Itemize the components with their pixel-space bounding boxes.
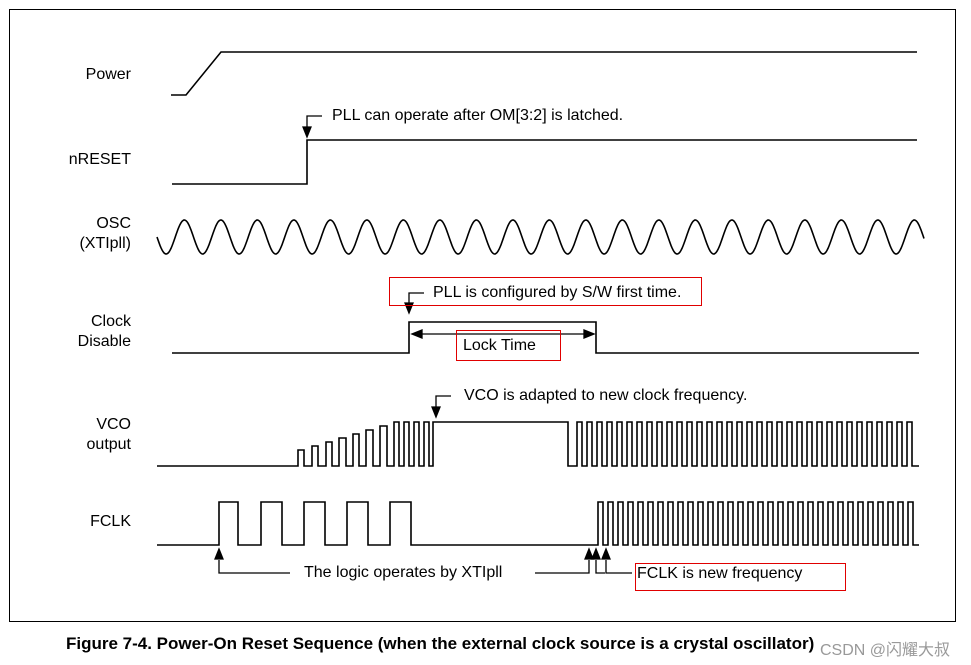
leader-pll-latch xyxy=(306,115,322,128)
clock-disable-waveform xyxy=(172,321,919,354)
highlight-fclk-new xyxy=(635,563,846,591)
highlight-pll-config xyxy=(389,277,702,306)
signal-label-clock: Clock xyxy=(90,313,131,330)
leader-logic-right xyxy=(535,560,590,574)
arrow-logic-left xyxy=(214,547,224,560)
signal-label-osc-sub: (XTIpll) xyxy=(79,235,131,252)
note-vco-adapt: VCO is adapted to new clock frequency. xyxy=(464,387,748,404)
diagram-frame xyxy=(9,9,956,622)
signal-label-power: Power xyxy=(85,66,131,83)
arrow-lock-time-right xyxy=(583,329,596,339)
power-waveform xyxy=(171,51,917,96)
note-pll-config: PLL is configured by S/W first time. xyxy=(433,284,682,301)
signal-label-osc: OSC xyxy=(96,215,131,232)
highlight-lock-time xyxy=(456,330,561,361)
signal-label-fclk: FCLK xyxy=(90,513,131,530)
leader-pll-config xyxy=(408,292,424,304)
leader-fclk-new-b xyxy=(605,560,632,574)
signal-label-vco-output: output xyxy=(86,436,131,453)
note-pll-latch: PLL can operate after OM[3:2] is latched… xyxy=(332,107,624,124)
osc-waveform xyxy=(156,219,925,255)
arrow-vco-adapt xyxy=(431,406,441,419)
arrow-logic-right xyxy=(584,547,594,560)
note-fclk-new: FCLK is new frequency xyxy=(637,565,803,582)
figure-caption: Figure 7-4. Power-On Reset Sequence (whe… xyxy=(66,634,815,653)
leader-fclk-new-a xyxy=(595,560,605,574)
vco-waveform xyxy=(157,421,919,467)
arrow-fclk-new-a xyxy=(591,547,601,560)
signal-label-disable: Disable xyxy=(77,333,131,350)
nreset-waveform xyxy=(172,139,917,185)
leader-vco-adapt xyxy=(435,395,451,408)
arrow-lock-time-left xyxy=(410,329,423,339)
note-logic-xtipll: The logic operates by XTIpll xyxy=(304,564,503,581)
arrow-fclk-new-b xyxy=(601,547,611,560)
signal-label-nreset: nRESET xyxy=(68,151,131,168)
leader-logic-left xyxy=(218,560,290,574)
note-lock-time: Lock Time xyxy=(463,337,536,354)
fclk-waveform xyxy=(157,501,919,546)
signal-label-vco: VCO xyxy=(96,416,131,433)
watermark: CSDN @闪耀大叔 xyxy=(820,642,951,659)
arrow-pll-latch xyxy=(302,126,312,139)
